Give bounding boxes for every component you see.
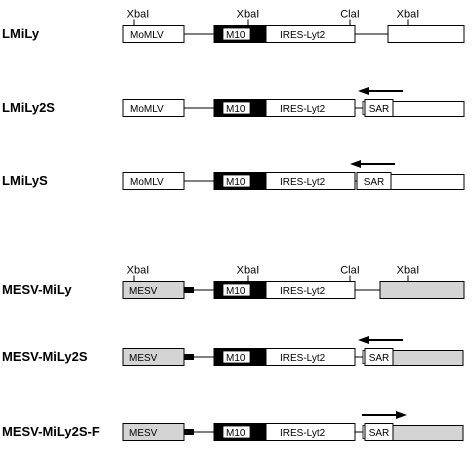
sar-orientation-arrow-head — [358, 87, 369, 95]
ltr3-box — [392, 101, 465, 117]
construct-label: MESV-MiLy — [2, 282, 72, 297]
construct-label: MESV-MiLy2S — [2, 349, 88, 364]
ltr3-box — [392, 350, 464, 366]
restriction-site-label: XbaI — [237, 9, 260, 21]
sar-box — [364, 99, 394, 117]
m10-label: M10 — [226, 30, 246, 41]
m10-label-box — [222, 425, 251, 439]
m10-label-box — [222, 283, 251, 297]
m10-label: M10 — [226, 428, 246, 439]
construct-label: MESV-MiLy2S-F — [2, 424, 100, 439]
m10-label: M10 — [226, 177, 246, 188]
sar-box — [364, 348, 394, 366]
ires-lyt2-label: IRES-Lyt2 — [280, 104, 326, 115]
sar-orientation-arrow-head — [358, 336, 369, 344]
ires-lyt2-label: IRES-Lyt2 — [280, 353, 326, 364]
ires-lyt2-box — [265, 348, 356, 366]
ires-lyt2-box — [265, 423, 356, 441]
restriction-site-label: XbaI — [127, 265, 150, 277]
sar-orientation-arrow-head — [350, 160, 361, 168]
m10-label: M10 — [226, 286, 246, 297]
ltr5-label: MESV — [129, 286, 158, 297]
construct-label: LMiLy — [2, 26, 40, 41]
sar-orientation-arrow-head — [396, 411, 407, 419]
ltr5-box — [122, 99, 185, 117]
ltr5-label: MESV — [129, 353, 158, 364]
m10-label: M10 — [226, 104, 246, 115]
ltr3-box — [387, 25, 465, 43]
construct-row-mesv-mily: MESV-MiLy MESV M10 IRES-Lyt2 XbaI XbaI ClaI Xba… — [2, 265, 465, 299]
ires-lyt2-label: IRES-Lyt2 — [280, 177, 326, 188]
ltr5-box — [122, 172, 185, 190]
construct-label: LMiLy2S — [2, 100, 55, 115]
ltr5-label: MESV — [129, 428, 158, 439]
restriction-site-label: ClaI — [340, 265, 360, 277]
ires-lyt2-label: IRES-Lyt2 — [280, 30, 326, 41]
restriction-site-label: XbaI — [397, 9, 420, 21]
construct-row-lmily2s: LMiLy2S MoMLV M10 IRES-Lyt2 SAR — [2, 87, 465, 117]
sar-label: SAR — [369, 353, 390, 364]
ltr3-box — [392, 425, 464, 441]
ltr5-label: MoMLV — [130, 30, 164, 41]
restriction-site-label: XbaI — [127, 9, 150, 21]
ires-lyt2-box — [265, 25, 356, 43]
restriction-site-label: XbaI — [397, 265, 420, 277]
ires-lyt2-box — [265, 281, 356, 299]
sar-label: SAR — [364, 177, 385, 188]
sar-label: SAR — [369, 428, 390, 439]
construct-row-lmilys: LMiLyS MoMLV M10 IRES-Lyt2 SAR — [2, 160, 465, 190]
restriction-site-label: XbaI — [237, 265, 260, 277]
ires-lyt2-box — [265, 99, 356, 117]
ires-lyt2-label: IRES-Lyt2 — [280, 428, 326, 439]
m10-label-box — [222, 27, 251, 41]
construct-label: LMiLyS — [2, 173, 48, 188]
sar-label: SAR — [369, 104, 390, 115]
m10-label-box — [222, 174, 251, 188]
sar-box — [364, 423, 394, 441]
ires-lyt2-label: IRES-Lyt2 — [280, 286, 326, 297]
construct-row-lmily: LMiLy MoMLV M10 IRES-Lyt2 XbaI XbaI ClaI XbaI — [2, 9, 465, 43]
ltr3-box — [379, 281, 465, 299]
ires-lyt2-box — [265, 172, 356, 190]
construct-row-mesv-mily2s-f: MESV-MiLy2S-F MESV M10 IRES-Lyt2 SAR — [2, 411, 464, 441]
restriction-site-label: ClaI — [340, 9, 360, 21]
construct-row-mesv-mily2s: MESV-MiLy2S MESV M10 IRES-Lyt2 SAR — [2, 336, 464, 366]
ltr5-label: MoMLV — [130, 177, 164, 188]
packaging-signal-block — [184, 287, 194, 293]
m10-label: M10 — [226, 353, 246, 364]
ltr5-label: MoMLV — [130, 104, 164, 115]
packaging-signal-block — [184, 429, 194, 435]
sar-box — [356, 172, 392, 190]
m10-label-box — [222, 350, 251, 364]
m10-label-box — [222, 101, 251, 115]
packaging-signal-block — [184, 354, 194, 360]
ltr3-box — [390, 174, 465, 190]
ltr5-box — [122, 25, 185, 43]
